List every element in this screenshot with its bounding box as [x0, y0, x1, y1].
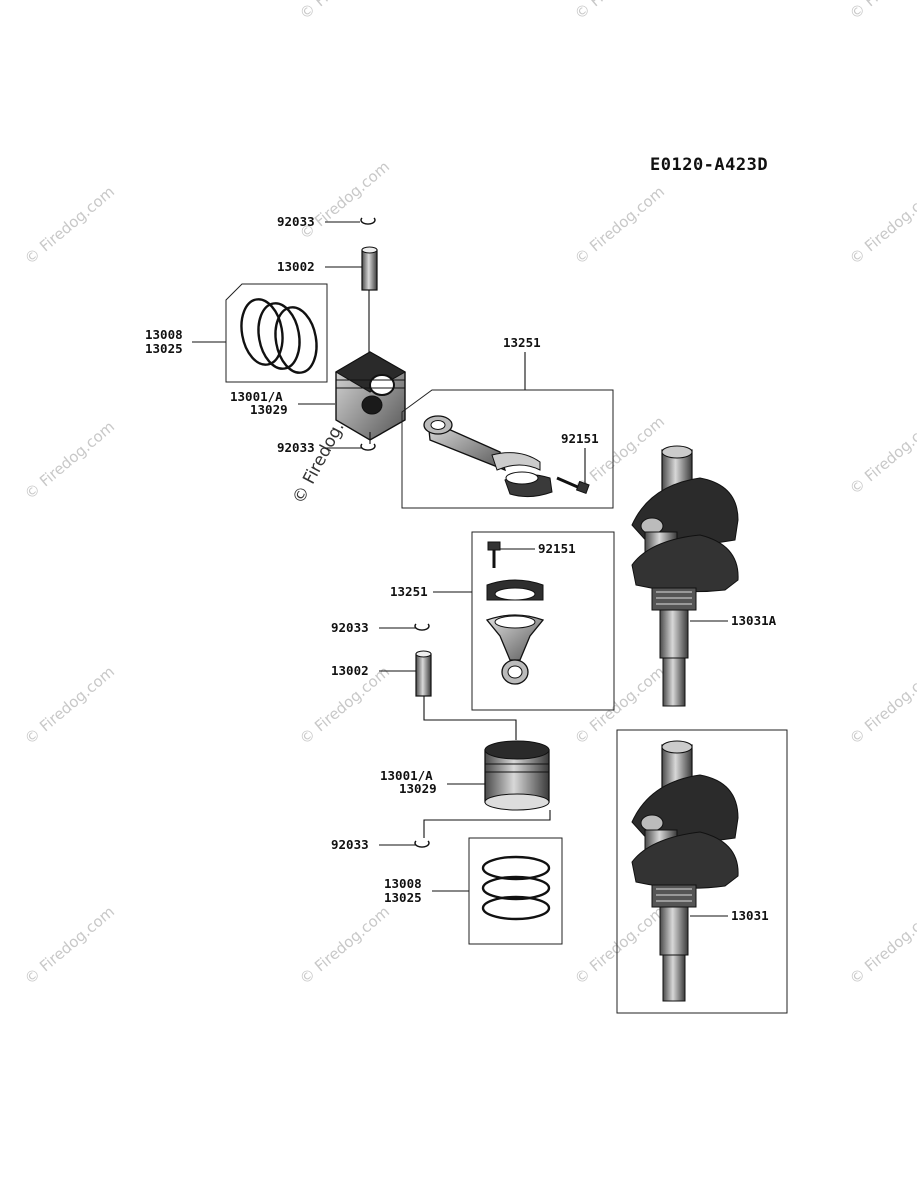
- label-rings-a: 13008: [145, 327, 183, 342]
- label-crankshaft-lower: 13031: [731, 908, 769, 923]
- lower-connecting-rod-box: [471, 531, 615, 711]
- crankshaft-icon: [631, 740, 739, 1002]
- lower-assembly: 92151 13251 92033 13002 13001/A: [331, 531, 615, 945]
- piston-pin-icon: [415, 650, 432, 697]
- crankshaft-box: [616, 729, 788, 1014]
- watermark: © Firedog.com: [296, 158, 393, 243]
- label-piston-a: 13001/A: [230, 389, 283, 404]
- label-snap-ring-bottom: 92033: [277, 440, 315, 455]
- watermark: © Firedog.com: [846, 663, 917, 748]
- label-rings-a-lower: 13008: [384, 876, 422, 891]
- connecting-rod-box: [401, 389, 614, 509]
- watermark: © Firedog.com: [846, 183, 917, 268]
- label-crankshaft-upper: 13031A: [731, 613, 777, 628]
- watermark: © Firedog.com: [21, 183, 118, 268]
- piston-rings-icon: [481, 855, 551, 921]
- watermark: © Firedog.com: [296, 903, 393, 988]
- label-piston-pin-lower: 13002: [331, 663, 369, 678]
- snap-ring-icon: [360, 217, 376, 225]
- crankshaft-upper: 13031A: [631, 445, 777, 707]
- snap-ring-icon: [360, 443, 376, 451]
- label-snap-ring-top-lower: 92033: [331, 620, 369, 635]
- bolt-icon: [556, 476, 590, 495]
- label-piston-b-lower: 13029: [399, 781, 437, 796]
- rings-box: [225, 283, 328, 383]
- piston-icon: [484, 740, 550, 811]
- crankshaft-lower: 13031: [616, 729, 788, 1014]
- watermark: © Firedog.com: [21, 418, 118, 503]
- piston-rings-icon: [240, 298, 318, 374]
- watermark: © Firedog.com: [296, 0, 393, 23]
- snap-ring-icon: [414, 840, 430, 848]
- connecting-rod-icon: [485, 579, 545, 685]
- label-snap-ring-bottom-lower: 92033: [331, 837, 369, 852]
- label-piston-b: 13029: [250, 402, 288, 417]
- label-rod-bolt: 92151: [561, 431, 599, 446]
- label-snap-ring-top: 92033: [277, 214, 315, 229]
- label-connecting-rod: 13251: [503, 335, 541, 350]
- label-rings-b: 13025: [145, 341, 183, 356]
- connecting-rod-icon: [423, 415, 553, 498]
- watermark: © Firedog.com: [571, 903, 668, 988]
- upper-assembly: 92033 13002 13008 13025 13001/A 13029: [145, 214, 614, 509]
- watermark: © Firedog.com: [571, 183, 668, 268]
- diagram-code: E0120-A423D: [650, 155, 768, 175]
- piston-icon: [335, 351, 407, 441]
- watermark: © Firedog.com: [846, 903, 917, 988]
- bolt-icon: [487, 541, 501, 568]
- watermark: © Firedog.com: [846, 0, 917, 23]
- label-rod-bolt-lower: 92151: [538, 541, 576, 556]
- label-connecting-rod-lower: 13251: [390, 584, 428, 599]
- watermark: © Firedog.com: [21, 903, 118, 988]
- watermark: © Firedog.com: [571, 0, 668, 23]
- watermark: © Firedog.com: [571, 663, 668, 748]
- watermark: © Firedog.com: [846, 413, 917, 498]
- snap-ring-icon: [414, 623, 430, 631]
- label-piston-a-lower: 13001/A: [380, 768, 433, 783]
- piston-pin-icon: [361, 246, 378, 291]
- crankshaft-icon: [631, 445, 739, 707]
- label-piston-pin: 13002: [277, 259, 315, 274]
- label-rings-b-lower: 13025: [384, 890, 422, 905]
- watermark: © Firedog.com: [21, 663, 118, 748]
